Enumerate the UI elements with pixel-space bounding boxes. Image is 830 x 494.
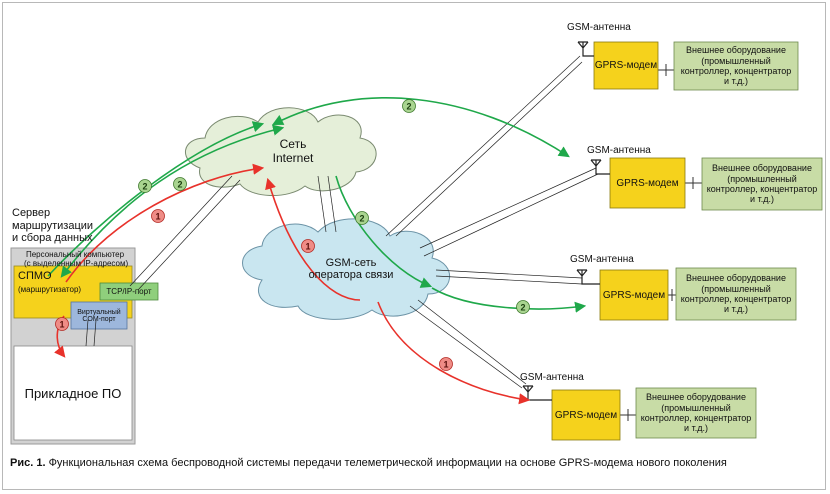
green-route-inner (60, 124, 285, 278)
equipment-2-box (701, 157, 823, 211)
equipment-1-label: Внешнее оборудование (промышленный контр… (680, 45, 792, 87)
tcp-port-box (99, 282, 159, 301)
marker-green-2a: 2 (138, 179, 152, 193)
marker-green-2c: 2 (402, 99, 416, 113)
svg-text:2: 2 (359, 214, 364, 224)
modem-4-label: GPRS-модем (554, 409, 618, 421)
modem-4-box (551, 389, 621, 441)
station-2-shapes (590, 157, 823, 211)
tcp-port-label: TCP/IP-порт (106, 287, 152, 296)
equipment-3-label: Внешнее оборудование (промышленный контр… (680, 273, 792, 315)
svg-text:2: 2 (177, 180, 182, 190)
modem-1-box (593, 41, 659, 90)
modem-3-box (599, 269, 669, 321)
green-route-internet-gsm (335, 175, 433, 288)
green-route-gsm-modem3 (431, 287, 587, 313)
antenna-1-icon (577, 41, 594, 57)
svg-text:1: 1 (443, 360, 448, 370)
station-1-shapes (577, 41, 799, 91)
marker-green-2b: 2 (173, 177, 187, 191)
internet-label: Сеть Internet (272, 137, 314, 165)
gsm-network-label: GSM-сеть оператора связи (308, 257, 394, 281)
antenna-3-icon (576, 269, 600, 285)
figure-caption: Рис. 1. Функциональная схема беспроводно… (10, 457, 727, 469)
antenna-3-label: GSM-антенна (570, 254, 634, 265)
antenna-4-label: GSM-антенна (520, 372, 584, 383)
antenna-4-icon (522, 385, 552, 401)
modem-2-box (609, 157, 686, 209)
com-port-box (70, 301, 128, 330)
station-3-shapes (576, 267, 797, 321)
marker-green-2d: 2 (355, 211, 369, 225)
station-4-shapes (522, 385, 757, 441)
equipment-4-box (635, 387, 757, 439)
marker-red-1b: 1 (55, 317, 69, 331)
svg-text:2: 2 (520, 303, 525, 313)
svg-text:1: 1 (59, 320, 64, 330)
red-route-gsm-modem4 (377, 301, 531, 405)
route-markers: 1 1 1 1 2 2 2 2 2 (55, 99, 530, 371)
modem-1-label: GPRS-модем (594, 60, 658, 71)
marker-green-2e: 2 (516, 300, 530, 314)
marker-red-1d: 1 (439, 357, 453, 371)
caption-text: Функциональная схема беспроводной систем… (45, 457, 727, 469)
antenna-2-icon (590, 159, 610, 175)
caption-prefix: Рис. 1. (10, 457, 46, 469)
equipment-2-label: Внешнее оборудование (промышленный контр… (706, 163, 818, 205)
svg-text:1: 1 (155, 212, 160, 222)
antenna-1-label: GSM-антенна (567, 22, 631, 33)
antenna-2-label: GSM-антенна (587, 145, 651, 156)
spmo-sublabel: (маршрутизатор) (18, 285, 82, 294)
svg-text:2: 2 (142, 182, 147, 192)
svg-text:2: 2 (406, 102, 411, 112)
marker-red-1c: 1 (301, 239, 315, 253)
equipment-4-label: Внешнее оборудование (промышленный контр… (640, 392, 752, 434)
green-route-top (272, 97, 570, 158)
equipment-1-box (673, 41, 799, 91)
modem-2-label: GPRS-модем (616, 177, 679, 189)
pc-label: Персональный компьютер (с выделенным IP-… (24, 250, 129, 269)
equipment-3-box (675, 267, 797, 321)
modem-3-label: GPRS-модем (602, 289, 666, 301)
app-software-label: Прикладное ПО (24, 385, 122, 401)
server-label: Сервер маршрутизации и сбора данных (12, 207, 94, 245)
marker-red-1a: 1 (151, 209, 165, 223)
spmo-label: СПМО (18, 270, 52, 282)
svg-text:1: 1 (305, 242, 310, 252)
app-software-box (13, 345, 133, 441)
com-port-label: Виртуальный COM-порт (77, 308, 121, 323)
